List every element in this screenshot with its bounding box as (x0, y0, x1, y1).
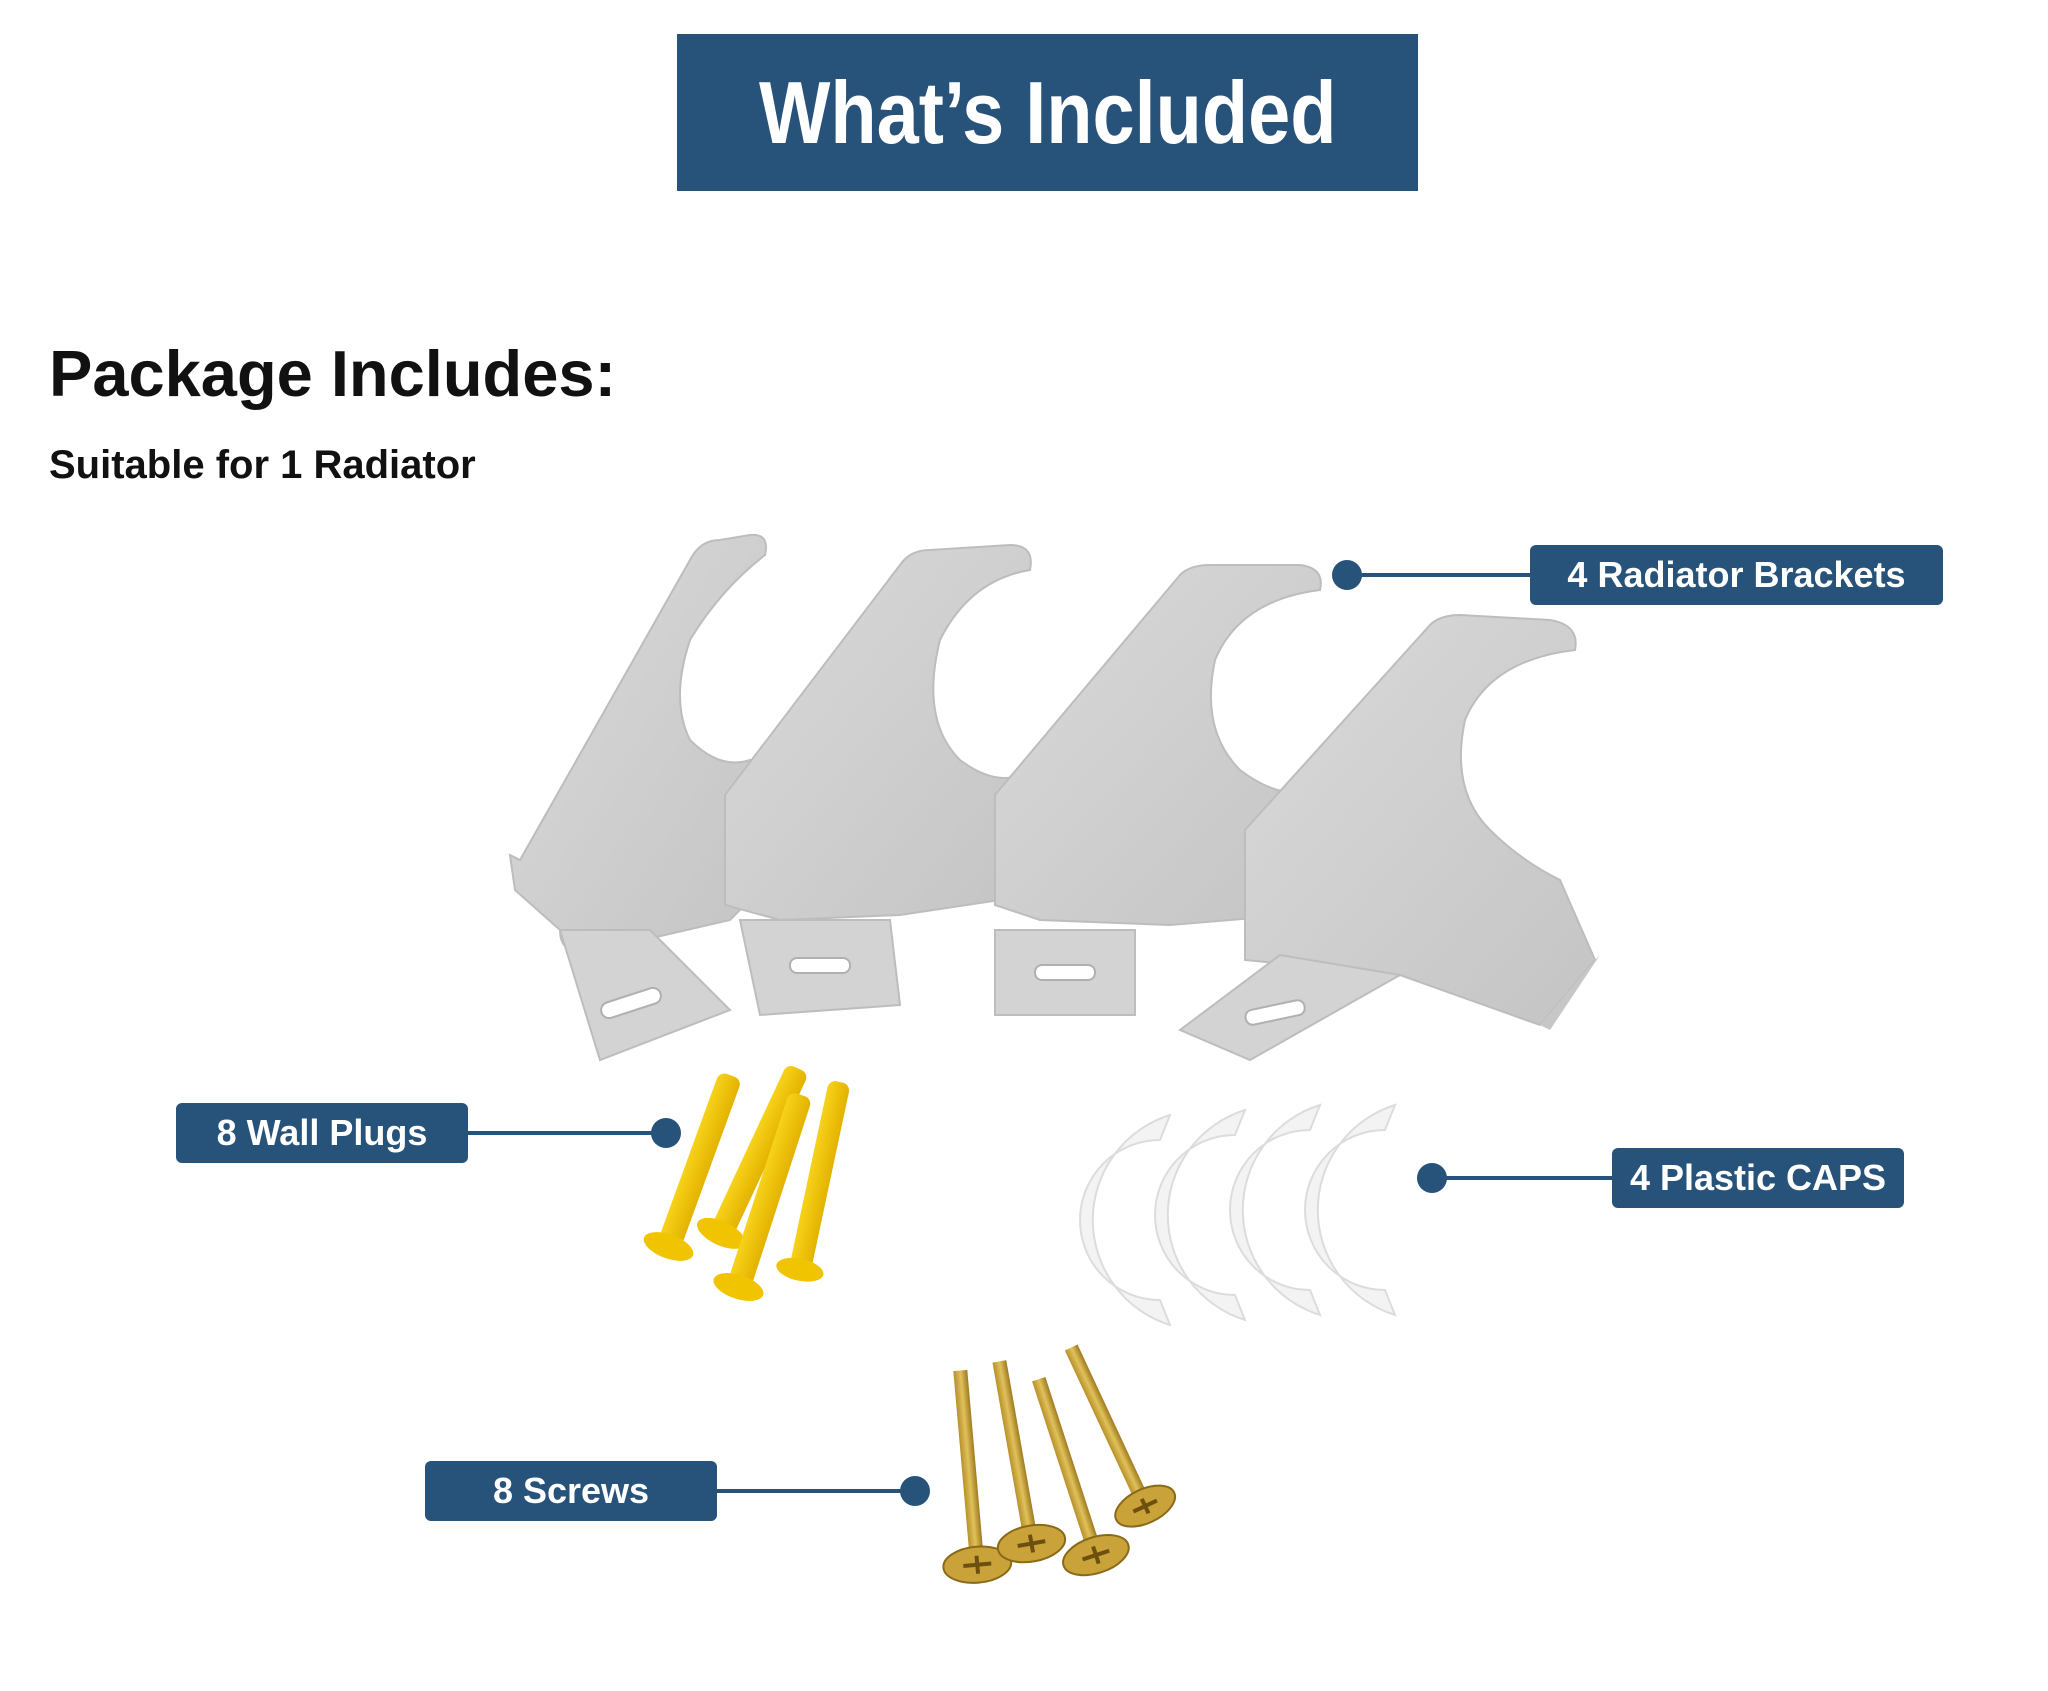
label-plastic-caps: 4 Plastic CAPS (1612, 1148, 1904, 1208)
package-subheading: Suitable for 1 Radiator (49, 443, 476, 487)
callout-screws (717, 1476, 930, 1506)
callout-caps (1417, 1163, 1612, 1193)
bracket-3 (994, 564, 1322, 1016)
bracket-1 (508, 533, 772, 1062)
package-heading: Package Includes: (49, 337, 617, 410)
bracket-4 (1178, 613, 1600, 1062)
label-radiator-brackets: 4 Radiator Brackets (1530, 545, 1943, 605)
plastic-caps-illustration (1079, 1103, 1397, 1327)
bracket-2 (724, 543, 1032, 1017)
header-banner: What’s Included (677, 34, 1418, 191)
banner-title: What’s Included (758, 62, 1337, 162)
callout-brackets (1332, 560, 1530, 590)
wall-plugs-illustration (643, 1065, 850, 1301)
callout-wall-plugs (468, 1118, 681, 1148)
label-screws: 8 Screws (425, 1461, 717, 1521)
screws-illustration (942, 1344, 1177, 1584)
label-wall-plugs: 8 Wall Plugs (176, 1103, 468, 1163)
